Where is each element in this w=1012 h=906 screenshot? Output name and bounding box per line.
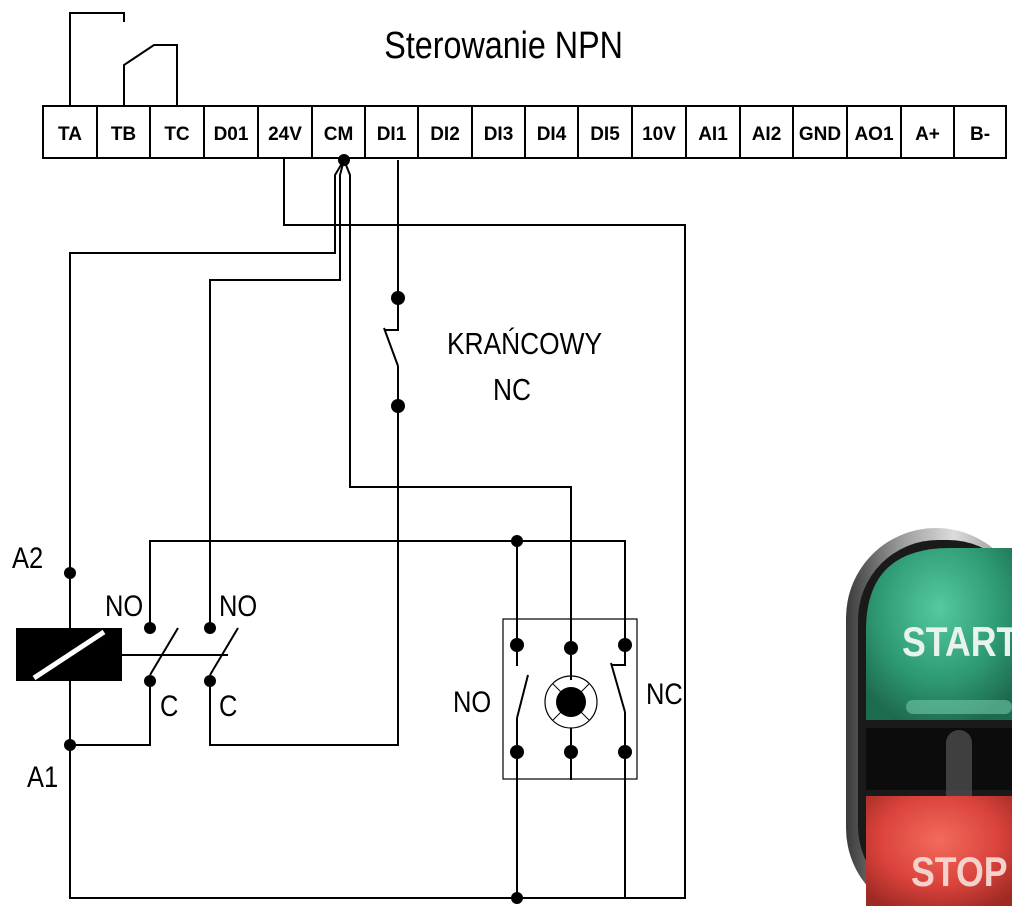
diagram-title: Sterowanie NPN bbox=[384, 25, 623, 67]
terminal-di5: DI5 bbox=[577, 105, 633, 159]
coil-terminal-a1-label: A1 bbox=[27, 760, 58, 793]
terminal-box bbox=[953, 105, 1007, 159]
pushbutton-nc-label: NC bbox=[646, 677, 683, 710]
terminal-label: GND bbox=[799, 124, 841, 145]
relay-contacts bbox=[122, 622, 239, 687]
terminal-label: DI5 bbox=[590, 124, 620, 145]
terminal-label: DI1 bbox=[377, 124, 407, 145]
wires bbox=[69, 158, 686, 899]
relay-output-symbol bbox=[69, 12, 178, 105]
terminal-label: AI1 bbox=[698, 124, 728, 145]
terminal-b-minus: B- bbox=[953, 105, 1007, 159]
terminal-box bbox=[311, 105, 366, 159]
terminal-label: DI4 bbox=[537, 124, 567, 145]
terminal-box bbox=[631, 105, 687, 159]
terminal-label: AI2 bbox=[752, 124, 782, 145]
cm-junction-dot bbox=[338, 154, 350, 166]
terminal-box bbox=[42, 105, 98, 159]
terminal-label: AO1 bbox=[854, 124, 894, 145]
relay-contact2-no-label: NO bbox=[219, 589, 257, 622]
terminal-label: DI3 bbox=[484, 124, 514, 145]
start-button-label: START bbox=[902, 619, 1012, 665]
terminal-10v: 10V bbox=[631, 105, 687, 159]
terminal-box bbox=[149, 105, 205, 159]
terminal-di1: DI1 bbox=[364, 105, 419, 159]
terminal-strip: TA TB TC D01 24V CM DI1 DI2 DI3 DI4 DI5 10V AI1 AI2 GN… bbox=[42, 105, 1007, 159]
coil-terminal-a2-label: A2 bbox=[12, 541, 43, 574]
pushbutton-no-label: NO bbox=[453, 685, 491, 718]
terminal-label: B- bbox=[970, 124, 990, 145]
limit-switch-type-label: NC bbox=[493, 373, 531, 407]
terminal-label: TC bbox=[164, 124, 190, 145]
terminal-ta: TA bbox=[42, 105, 98, 159]
terminal-box bbox=[471, 105, 526, 159]
start-stop-button-photo bbox=[846, 528, 1012, 906]
terminal-box bbox=[96, 105, 151, 159]
limit-switch-nc bbox=[383, 291, 405, 413]
terminal-gnd: GND bbox=[792, 105, 848, 159]
terminal-ao1: AO1 bbox=[846, 105, 902, 159]
terminal-24v: 24V bbox=[257, 105, 313, 159]
terminal-label: A+ bbox=[915, 124, 940, 145]
relay-contact1-c-label: C bbox=[160, 689, 178, 722]
terminal-di3: DI3 bbox=[471, 105, 526, 159]
pushbutton-block bbox=[502, 535, 638, 904]
terminal-label: 24V bbox=[268, 124, 302, 145]
terminal-cm: CM bbox=[311, 105, 366, 159]
relay-contact2-c-label: C bbox=[219, 689, 237, 722]
relay-contact1-no-label: NO bbox=[105, 589, 143, 622]
terminal-ai1: AI1 bbox=[685, 105, 741, 159]
terminal-box bbox=[417, 105, 473, 159]
terminal-label: TB bbox=[111, 124, 136, 145]
limit-switch-label: KRAŃCOWY bbox=[447, 326, 602, 362]
terminal-box bbox=[364, 105, 419, 159]
terminal-label: 10V bbox=[642, 124, 676, 145]
terminal-box bbox=[900, 105, 955, 159]
terminal-di2: DI2 bbox=[417, 105, 473, 159]
terminal-tb: TB bbox=[96, 105, 151, 159]
terminal-d01: D01 bbox=[203, 105, 259, 159]
terminal-tc: TC bbox=[149, 105, 205, 159]
terminal-box bbox=[524, 105, 579, 159]
terminal-label: D01 bbox=[214, 124, 249, 145]
terminal-box bbox=[846, 105, 902, 159]
terminal-label: TA bbox=[58, 124, 82, 145]
stop-button-label: STOP bbox=[911, 849, 1008, 895]
terminal-di4: DI4 bbox=[524, 105, 579, 159]
terminal-ai2: AI2 bbox=[739, 105, 794, 159]
relay-coil bbox=[16, 567, 122, 751]
terminal-a-plus: A+ bbox=[900, 105, 955, 159]
terminal-box bbox=[685, 105, 741, 159]
terminal-box bbox=[739, 105, 794, 159]
terminal-label: CM bbox=[324, 124, 354, 145]
terminal-label: DI2 bbox=[430, 124, 460, 145]
